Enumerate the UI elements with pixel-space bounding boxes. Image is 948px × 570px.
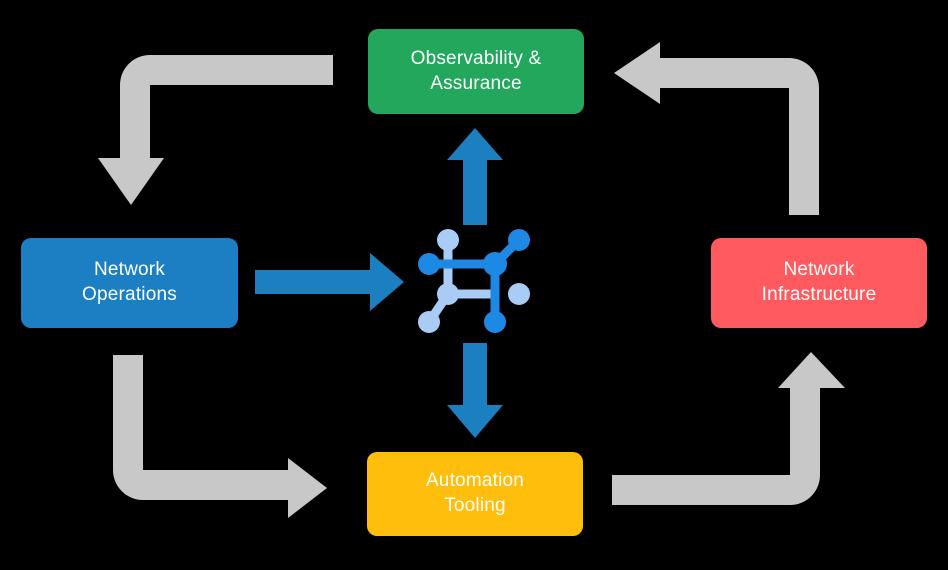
gray-arrow-operations-to-automation bbox=[113, 355, 327, 518]
gray-arrow-infrastructure-to-observability bbox=[614, 42, 819, 215]
network-topology-icon bbox=[418, 229, 530, 333]
blue-arrow-center-to-automation bbox=[447, 343, 503, 438]
gray-arrow-automation-to-infrastructure bbox=[612, 352, 845, 505]
node-automation-tooling[interactable]: Automation Tooling bbox=[367, 452, 583, 536]
node-network-infrastructure[interactable]: Network Infrastructure bbox=[711, 238, 927, 328]
blue-arrow-center-to-observability bbox=[447, 128, 503, 225]
node-network-operations[interactable]: Network Operations bbox=[21, 238, 238, 328]
node-observability-assurance[interactable]: Observability & Assurance bbox=[368, 29, 584, 114]
gray-arrow-observability-to-operations bbox=[98, 55, 333, 205]
blue-arrow-operations-to-center bbox=[255, 253, 404, 311]
